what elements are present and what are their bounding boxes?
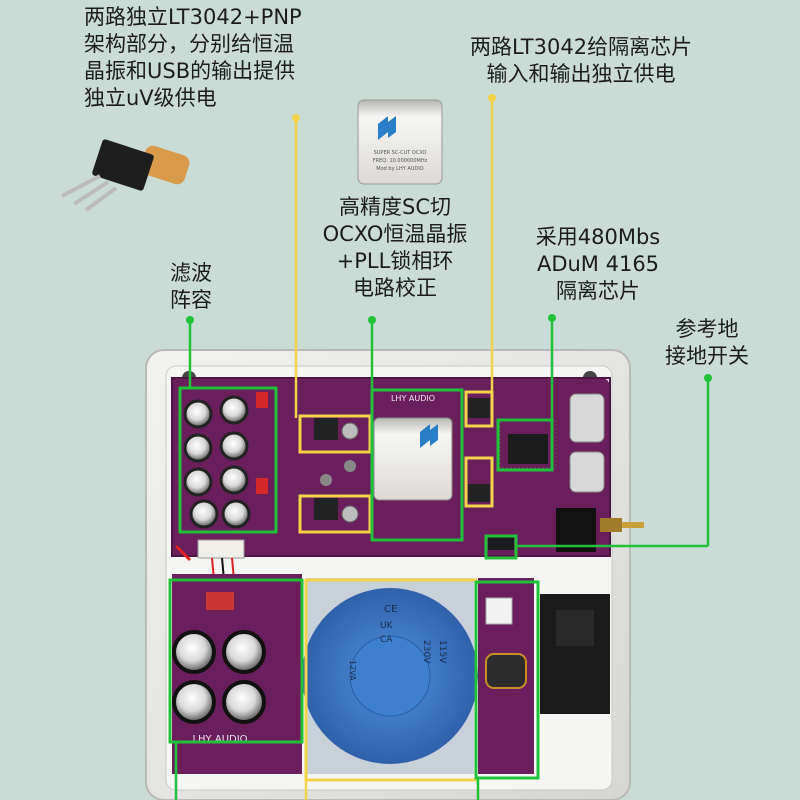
leader-lines <box>174 94 712 800</box>
svg-text:12VA: 12VA <box>348 660 357 681</box>
ground-terminal <box>556 508 644 552</box>
isolator-power-annotation: 两路LT3042给隔离芯片 输入和输出独立供电 <box>470 35 693 86</box>
svg-text:UK: UK <box>380 621 394 631</box>
ocxo-crystal-photo: SUPER SC-CUT OCXO FREQ: 10.000000MHz Mod… <box>357 99 443 185</box>
svg-text:SUPER SC-CUT OCXO: SUPER SC-CUT OCXO <box>374 150 427 156</box>
lower-right-pcb <box>478 578 610 774</box>
usb-ports <box>569 393 605 493</box>
svg-text:CA: CA <box>380 635 393 645</box>
ldo-pnp-annotation: 两路独立LT3042+PNP 架构部分，分别给恒温 晶振和USB的输出提供 独立… <box>84 5 302 110</box>
svg-text:CE: CE <box>384 604 397 615</box>
svg-text:230V: 230V <box>421 640 431 664</box>
highlight-boxes <box>168 386 554 782</box>
ocxo-annotation: 高精度SC切 OCXO恒温晶振 +PLL锁相环 电路校正 <box>322 195 468 300</box>
upper-pcb: LHY AUDIO <box>171 377 644 557</box>
toroidal-transformer: 230V 115V CE UK CA 12VA <box>302 578 478 774</box>
regulator-component-photo <box>61 139 190 212</box>
svg-text:Mod by LHY AUDIO: Mod by LHY AUDIO <box>376 166 423 172</box>
svg-text:LHY AUDIO: LHY AUDIO <box>192 734 247 745</box>
svg-text:FREQ: 10.000000MHz: FREQ: 10.000000MHz <box>373 158 428 164</box>
ocxo-on-board: LHY AUDIO <box>373 394 453 501</box>
svg-text:115V: 115V <box>437 640 447 664</box>
filter-capacitors-upper <box>183 392 268 529</box>
svg-text:LHY AUDIO: LHY AUDIO <box>391 394 435 403</box>
lower-left-pcb: LHY AUDIO <box>172 574 302 774</box>
ground-switch-annotation: 参考地 接地开关 <box>665 317 749 368</box>
filter-caps-annotation: 滤波 阵容 <box>170 261 212 312</box>
isolator-chip-area <box>499 419 557 469</box>
adum-annotation: 采用480Mbs ADuM 4165 隔离芯片 <box>535 225 661 303</box>
ldo-regulators <box>314 418 359 523</box>
